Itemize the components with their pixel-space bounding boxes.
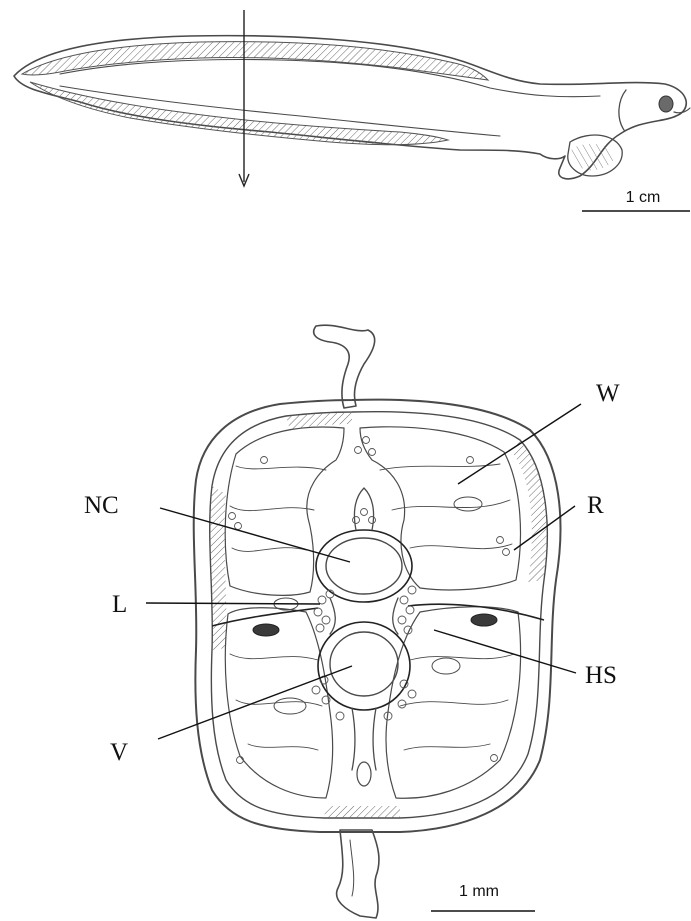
larva-drawing — [14, 10, 690, 186]
label-v: V — [110, 739, 128, 766]
leader-hs — [434, 630, 576, 673]
label-hs: HS — [585, 662, 617, 689]
label-l: L — [112, 591, 127, 618]
scale-bar-top-label: 1 cm — [626, 189, 661, 206]
label-r: R — [587, 492, 604, 519]
leader-nc — [160, 508, 350, 562]
scale-bar-bottom: 1 mm — [431, 883, 535, 911]
leader-w — [458, 404, 581, 484]
scale-bar-bottom-label: 1 mm — [459, 883, 499, 900]
scale-bar-top: 1 cm — [582, 189, 690, 211]
label-nc: NC — [84, 492, 119, 519]
label-w: W — [596, 380, 620, 407]
cross-section-drawing — [194, 325, 561, 918]
leader-l — [146, 603, 320, 604]
